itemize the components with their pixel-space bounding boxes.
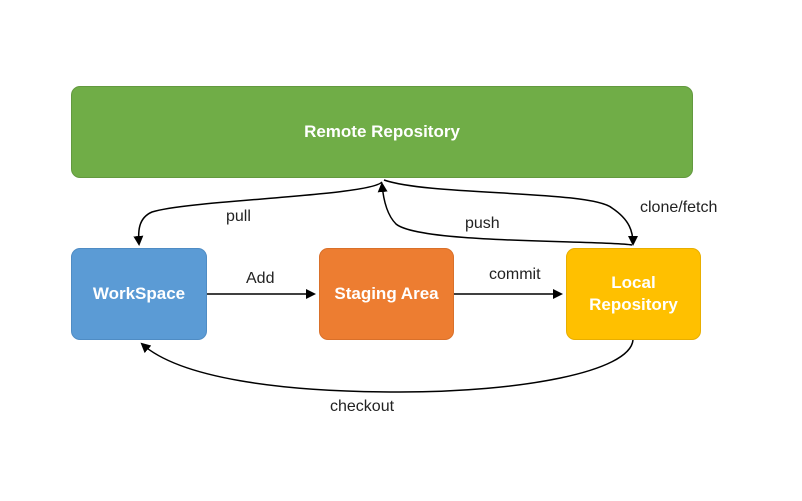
edge-label-checkout: checkout <box>330 398 395 415</box>
node-workspace-label: WorkSpace <box>92 284 186 303</box>
node-workspace: WorkSpace <box>71 248 207 340</box>
node-remote-repository: Remote Repository <box>71 86 693 178</box>
edge-checkout <box>140 339 634 393</box>
node-staging-area: Staging Area <box>319 248 454 340</box>
node-local-repository: Local Repository <box>566 248 701 340</box>
edge-label-add: Add <box>246 270 275 287</box>
edge-label-clone-fetch: clone/fetch <box>640 199 718 216</box>
node-local-repository-label: Local Repository <box>589 273 678 314</box>
node-staging-area-label: Staging Area <box>334 284 439 303</box>
edge-pull <box>133 181 383 246</box>
edge-label-push: push <box>465 215 500 232</box>
edge-push <box>377 182 633 246</box>
edge-clone-fetch <box>383 179 638 246</box>
edge-label-commit: commit <box>489 266 541 283</box>
edge-label-pull: pull <box>226 208 251 225</box>
node-remote-repository-label: Remote Repository <box>304 122 460 141</box>
